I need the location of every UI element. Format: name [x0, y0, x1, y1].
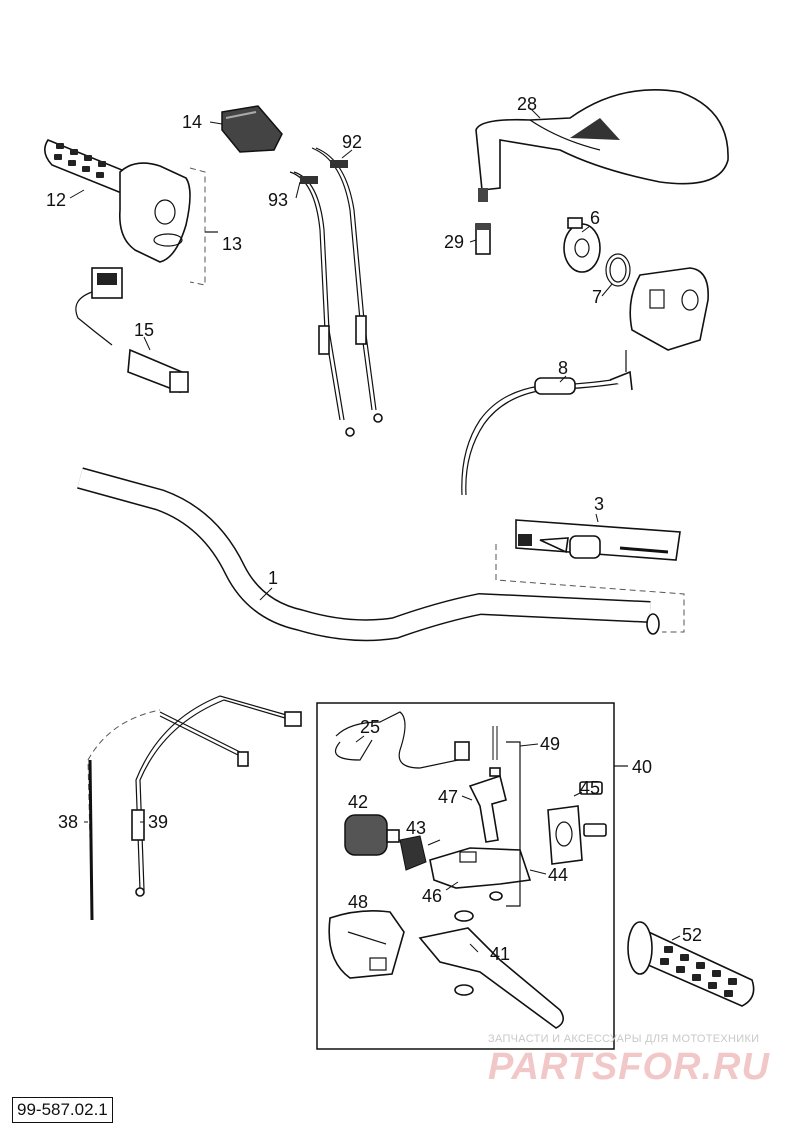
bar-end-set-part-3	[495, 519, 685, 633]
clamp-screw-part-45	[579, 781, 607, 837]
clutch-cable-part-39	[131, 695, 302, 897]
lever-bracket-part-46	[429, 847, 532, 889]
callout-41: 41	[490, 944, 510, 964]
callout-40: 40	[632, 757, 652, 777]
callout-6: 6	[590, 208, 600, 228]
pivot-part-49	[489, 741, 521, 907]
clamp-part-44	[547, 805, 583, 865]
callout-3: 3	[594, 494, 604, 514]
callout-44: 44	[548, 865, 568, 885]
reference-code: 99-587.02.1	[12, 1097, 113, 1123]
clutch-lever-part-41	[418, 910, 564, 1029]
callout-29: 29	[444, 232, 464, 252]
throttle-grip-part-12	[44, 139, 129, 196]
mirror-adapter-part-29	[475, 223, 491, 255]
lever-cover-part-48	[328, 910, 405, 979]
callout-43: 43	[406, 818, 426, 838]
callout-47: 47	[438, 787, 458, 807]
throttle-housing-part-13	[118, 162, 218, 286]
left-grip-part-52	[627, 921, 755, 1007]
adjuster-part-42	[344, 814, 400, 856]
clutch-assembly-part-40	[316, 702, 628, 1050]
callout-45: 45	[580, 778, 600, 798]
callout-28: 28	[517, 94, 537, 114]
callout-49: 49	[540, 734, 560, 754]
throttle-cables-part-92-93	[289, 147, 383, 437]
callout-42: 42	[348, 792, 368, 812]
mirror-part-28	[475, 89, 729, 202]
callout-13: 13	[222, 234, 242, 254]
grip-cover-part-14	[221, 105, 283, 153]
watermark-brand: PARTSFOR.RU	[488, 1046, 770, 1088]
bolt-part-47	[468, 726, 507, 843]
leader-lines	[69, 107, 681, 953]
callout-1: 1	[268, 568, 278, 588]
callout-48: 48	[348, 892, 368, 912]
callout-93: 93	[268, 190, 288, 210]
washer-part-6	[563, 217, 601, 273]
switch-housing	[629, 267, 709, 351]
callout-52: 52	[682, 925, 702, 945]
callout-8: 8	[558, 358, 568, 378]
callout-25: 25	[360, 717, 380, 737]
callout-7: 7	[592, 287, 602, 307]
callout-46: 46	[422, 886, 442, 906]
watermark-tagline: ЗАПЧАСТИ И АКСЕССУАРЫ ДЛЯ МОТОТЕХНИКИ	[488, 1033, 760, 1045]
callout-14: 14	[182, 112, 202, 132]
callout-38: 38	[58, 812, 78, 832]
adjuster-nut-part-43	[399, 835, 427, 871]
callout-15: 15	[134, 320, 154, 340]
o-ring-part-7	[605, 253, 631, 287]
cable-part-8	[461, 350, 633, 496]
switch-part-15	[75, 267, 189, 394]
callout-92: 92	[342, 132, 362, 152]
callout-labels: 1 3 6 7 8 12 13 14 15 25 28 29 38 39 40 …	[46, 94, 702, 964]
switch-wire-part-25	[335, 711, 470, 769]
handlebar-part-1	[77, 467, 660, 642]
clutch-cable-part-38	[87, 709, 249, 921]
callout-12: 12	[46, 190, 66, 210]
callout-39: 39	[148, 812, 168, 832]
